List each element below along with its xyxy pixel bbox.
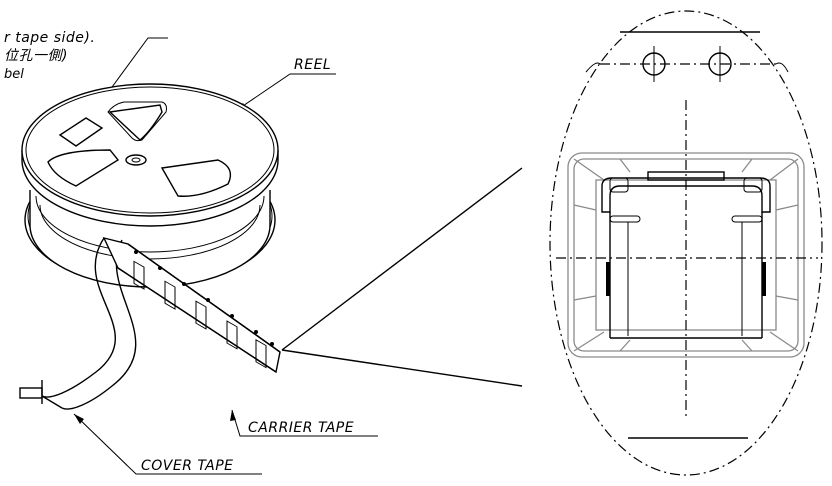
sprocket-hole [254,330,258,334]
sprocket-hole [182,282,186,286]
pocket-outer-inset [573,158,799,352]
pocket-3 [195,300,207,330]
cover-tape-edge-outer [41,237,117,398]
component-contact-left [606,262,610,296]
sprocket-hole [230,314,234,318]
component-clip-right [743,177,763,193]
chamfer-tl [573,158,605,181]
component-pin-left [609,215,641,223]
pocket-outer [567,152,805,358]
carrier-tape-strip [102,236,281,374]
carrier-tape-arrowhead [230,410,236,421]
reel-top-flange [21,83,279,217]
component-pin-right [731,215,763,223]
component-contact-right [762,262,766,296]
sprocket-holes [134,250,274,346]
rib-bottom-right [741,339,753,352]
reel-window-right [160,159,232,197]
component-clip-left [609,177,629,193]
rib-left-2 [573,295,597,301]
rib-right-1 [775,204,799,211]
pocket-1 [133,260,145,290]
carrier-tape-top-edge [127,243,281,353]
magnified-detail [549,10,823,476]
cover-tape-leader [73,413,262,475]
sprocket-partial-right [775,62,789,73]
reel-center-hole [131,157,141,163]
cover-tape [19,237,137,410]
reel [21,83,279,288]
reel-label: REEL [294,57,331,73]
reel-hub-ring-1 [35,195,265,253]
rib-right-2 [775,295,799,301]
cover-tape-edge-inner [61,239,137,410]
pocket-2 [164,280,176,310]
rib-top-right [741,158,753,173]
chamfer-bl [573,331,605,352]
side-note-line1: r tape side). [4,30,95,46]
cover-tape-label: COVER TAPE [141,458,234,474]
detail-sprocket-1 [642,46,666,82]
carrier-tape [102,236,281,374]
chamfer-br [769,331,799,352]
sprocket-partial-left [585,62,601,73]
sprocket-hole [134,250,138,254]
carrier-tape-bottom-edge [117,267,277,373]
cover-tape-arrowhead [74,414,84,424]
carrier-pockets [133,260,267,369]
rib-bottom-left [619,339,631,352]
cover-tape-end [41,395,63,409]
reel-label-card [58,117,104,147]
reel-center-hub [125,154,147,166]
side-note-line3: bel [4,67,24,82]
reel-window-top-outline [107,101,167,142]
reel-leader [233,73,336,113]
detail-sprocket-2 [708,46,732,82]
side-note-line2: 位孔一側) [4,48,68,64]
sprocket-hole [270,342,274,346]
reel-window-top [108,104,163,141]
sprocket-hole [158,266,162,270]
zoom-line-lower [281,349,523,387]
reel-spindle [19,387,43,399]
carrier-tape-label: CARRIER TAPE [248,420,354,436]
pocket-4 [226,320,238,350]
chamfer-tr [769,158,799,181]
pocket-5 [255,339,267,369]
component-top-frame [601,177,771,213]
sprocket-hole [206,298,210,302]
reel-window-left [47,149,120,187]
zoom-line-upper [281,167,523,351]
detail-boundary [549,10,823,476]
reel-top-flange-rim [25,86,275,214]
rib-top-left [619,158,631,173]
rib-left-1 [573,204,597,211]
